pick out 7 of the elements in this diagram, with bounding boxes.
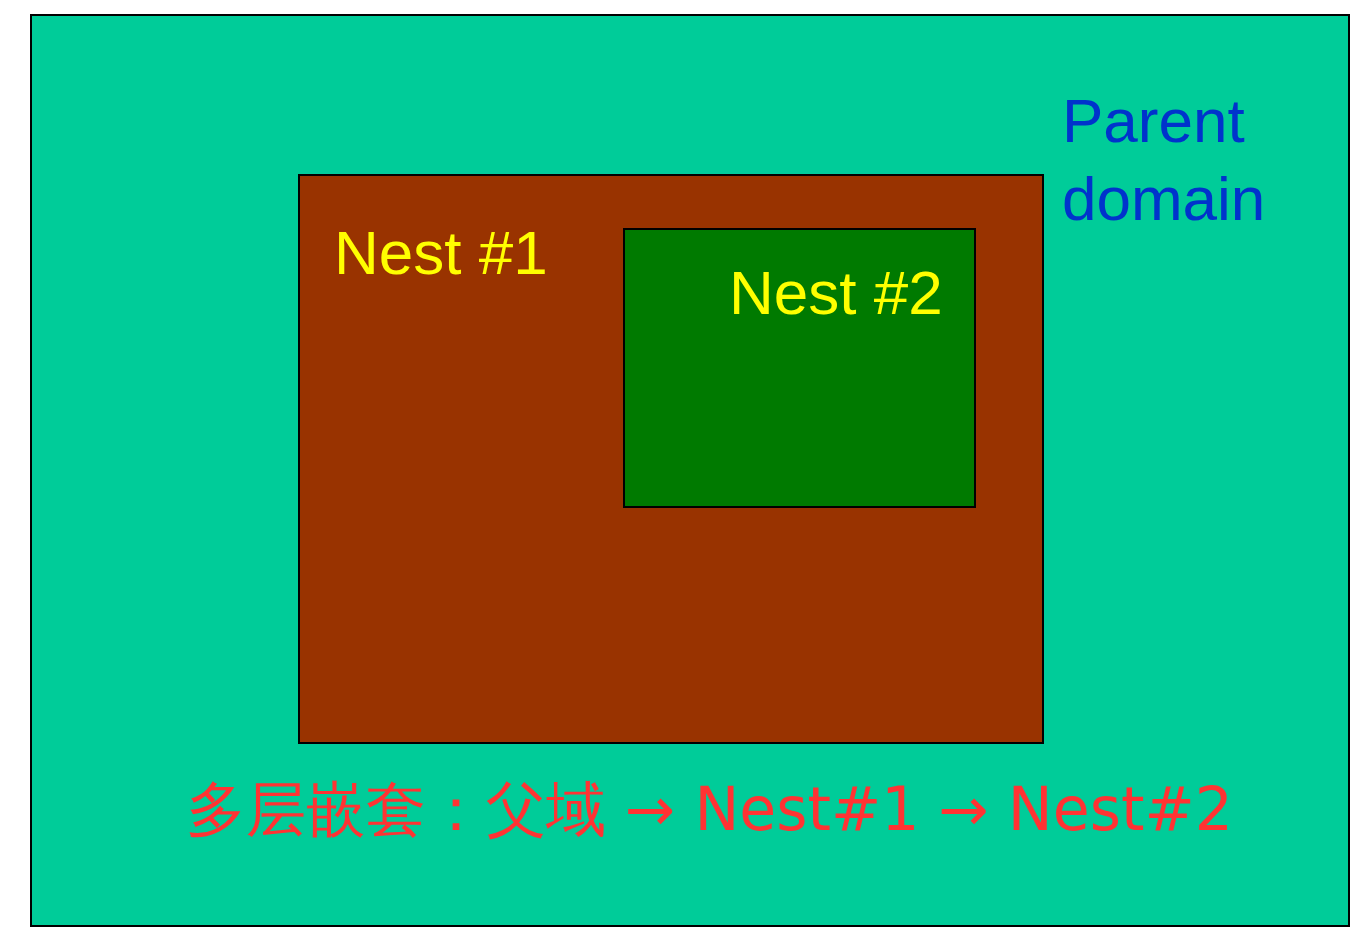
nest-box [298, 174, 1044, 744]
nest-box [623, 228, 976, 508]
box-title: Nest #1 [334, 217, 549, 289]
note-text: 多层嵌套：父域 → Nest#1 → Nest#2 [186, 773, 1233, 846]
parent-domain-box [30, 14, 1350, 927]
box-title: Nest #2 [729, 257, 944, 329]
box-title: Parent domain [1062, 85, 1267, 235]
